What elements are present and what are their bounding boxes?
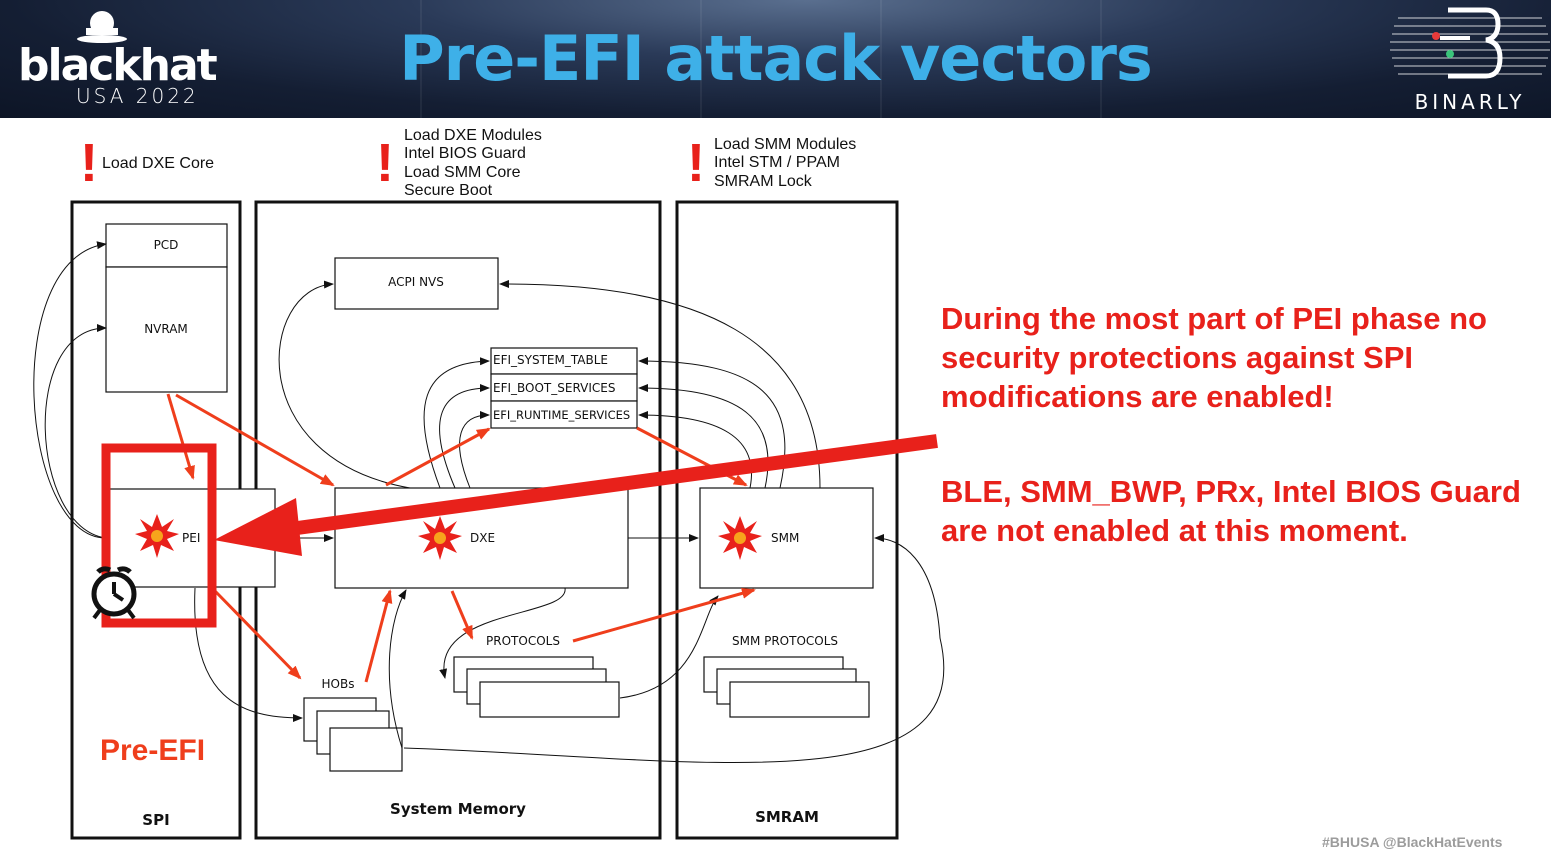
efi-boot-services-label: EFI_BOOT_SERVICES: [493, 381, 615, 395]
dxe-label: DXE: [470, 531, 495, 545]
stage-dxe-modules-line: Secure Boot: [404, 182, 493, 199]
note-line: modifications are enabled!: [941, 379, 1334, 414]
hobs-label: HOBs: [322, 677, 355, 691]
pre-efi-label: Pre-EFI: [100, 734, 205, 767]
note-line: BLE, SMM_BWP, PRx, Intel BIOS Guard: [941, 474, 1521, 509]
pei-highlight-frame: [101, 443, 217, 628]
explosion-icon: [135, 514, 179, 558]
smm-label: SMM: [771, 531, 799, 545]
nvram-label: NVRAM: [144, 322, 188, 336]
hobs-stack: [329, 727, 403, 772]
stage-dxe-modules-line: Load DXE Modules: [404, 127, 542, 144]
stage-smm-modules-line: Intel STM / PPAM: [714, 154, 840, 171]
stage-smm-modules-line: Load SMM Modules: [714, 136, 856, 153]
acpi-nvs-box: [334, 257, 499, 310]
smm-protocols-stack: [729, 681, 870, 718]
exclamation-icon: !: [80, 133, 98, 193]
stage-smm-modules-line: SMRAM Lock: [714, 173, 813, 190]
explosion-icon: [418, 516, 462, 560]
note-line: security protections against SPI: [941, 340, 1414, 375]
slide-title: Pre-EFI attack vectors: [399, 22, 1153, 95]
efi-system-table-label: EFI_SYSTEM_TABLE: [493, 353, 608, 367]
stage-dxe-core-label: Load DXE Core: [102, 155, 214, 172]
big-attack-arrow: [214, 434, 938, 556]
stage-dxe-modules-line: Load SMM Core: [404, 164, 521, 181]
stage-dxe-modules: ! Load DXE Modules Intel BIOS Guard Load…: [376, 127, 542, 199]
protocols-stack: [479, 681, 620, 718]
smm-protocols-label: SMM PROTOCOLS: [732, 634, 838, 648]
footer-hashtags: #BHUSA @BlackHatEvents: [1322, 834, 1503, 850]
header-banner: blackhat USA 2022 Pre-EFI attack vectors…: [0, 0, 1551, 118]
efi-boot-services-box: [490, 373, 638, 402]
note-line: During the most part of PEI phase no: [941, 301, 1487, 336]
alarm-clock-icon: [91, 566, 137, 620]
boot-flow-diagram: ! Load DXE Core ! Load DXE Modules Intel…: [33, 127, 945, 840]
note-line: are not enabled at this moment.: [941, 513, 1408, 548]
explosion-icon: [718, 516, 762, 560]
region-smram: [675, 200, 899, 840]
protocols-label: PROTOCOLS: [486, 634, 560, 648]
stage-dxe-modules-line: Intel BIOS Guard: [404, 145, 526, 162]
stage-dxe-core: ! Load DXE Core: [80, 133, 214, 193]
exclamation-icon: !: [376, 133, 394, 193]
blackhat-logo-icon: blackhat USA 2022: [18, 10, 248, 108]
stage-smm-modules: ! Load SMM Modules Intel STM / PPAM SMRA…: [687, 133, 856, 193]
pcd-label: PCD: [154, 238, 179, 252]
efi-runtime-services-label: EFI_RUNTIME_SERVICES: [493, 408, 630, 422]
note-protection-bits: BLE, SMM_BWP, PRx, Intel BIOS Guard are …: [941, 472, 1521, 550]
blackhat-logo-word: blackhat: [18, 40, 218, 91]
pcd-box: [105, 223, 228, 268]
region-smram-label: SMRAM: [755, 808, 819, 826]
region-spi-label: SPI: [142, 811, 169, 829]
note-pei-protections: During the most part of PEI phase no sec…: [941, 299, 1487, 416]
binarly-logo-icon: BINARLY: [1390, 4, 1550, 116]
blackhat-logo-sub: USA 2022: [76, 84, 199, 108]
exclamation-icon: !: [687, 133, 705, 193]
binarly-logo-word: BINARLY: [1414, 90, 1526, 114]
efi-runtime-services-box: [490, 400, 638, 429]
nvram-box: [105, 266, 228, 393]
acpi-nvs-label: ACPI NVS: [388, 275, 444, 289]
region-system-memory-label: System Memory: [390, 800, 526, 818]
pei-label: PEI: [182, 531, 200, 545]
